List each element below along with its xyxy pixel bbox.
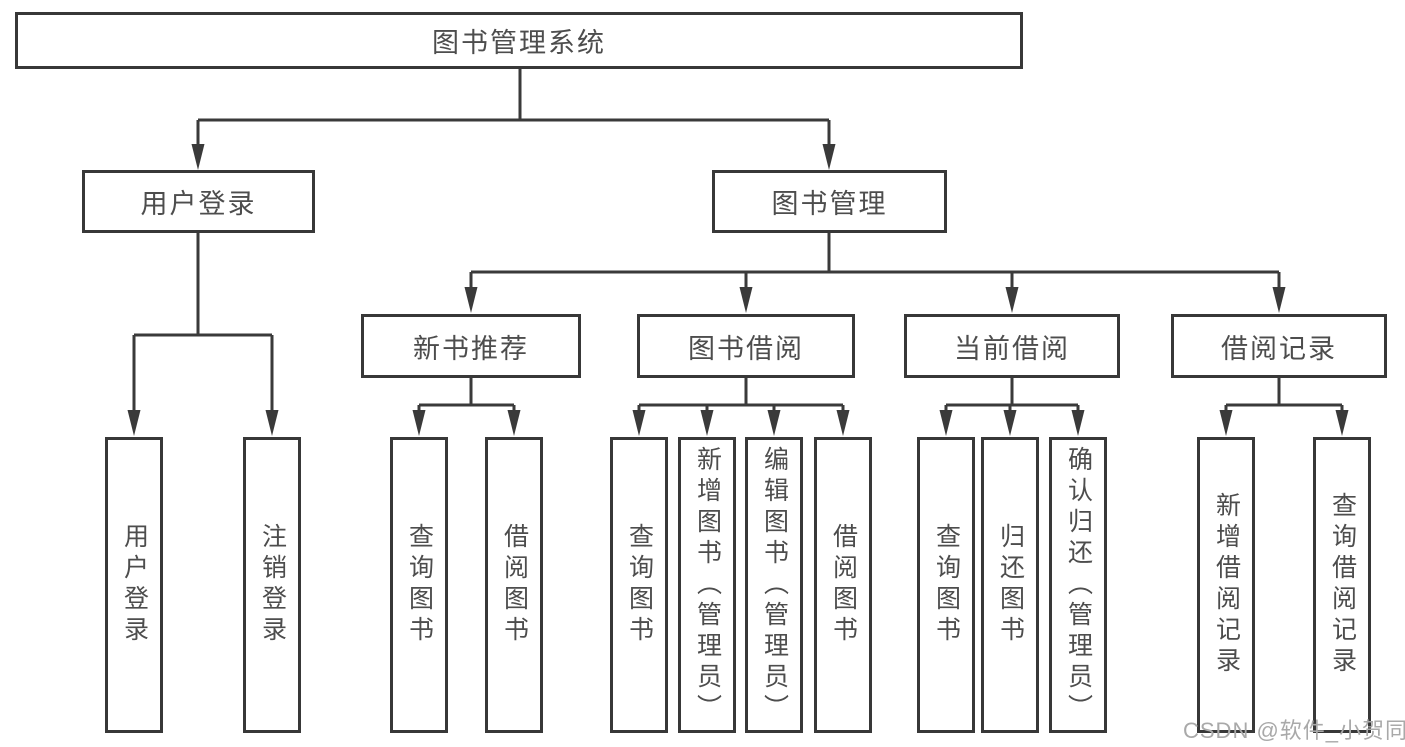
leaf-cb-return-books: 归还图书 <box>981 437 1039 733</box>
node-borrow-records: 借阅记录 <box>1171 314 1387 378</box>
connector-stems <box>132 69 1344 412</box>
leaf-bb-query-books: 查询图书 <box>610 437 668 733</box>
node-book-borrow: 图书借阅 <box>637 314 855 378</box>
leaf-nbr-borrow-books: 借阅图书 <box>485 437 543 733</box>
node-current-borrow: 当前借阅 <box>904 314 1120 378</box>
leaf-bb-edit-books-admin: 编辑图书（管理员） <box>745 437 803 733</box>
leaf-logout: 注销登录 <box>243 437 301 733</box>
leaf-bb-add-books-admin: 新增图书（管理员） <box>678 437 736 733</box>
leaf-user-login: 用户登录 <box>105 437 163 733</box>
node-book-management: 图书管理 <box>712 170 947 233</box>
leaf-br-query-record: 查询借阅记录 <box>1313 437 1371 733</box>
csdn-watermark: CSDN @软件_小贺同学 <box>1183 718 1405 743</box>
node-new-book-recommend: 新书推荐 <box>361 314 581 378</box>
arrowheads <box>127 144 1349 436</box>
leaf-cb-query-books: 查询图书 <box>917 437 975 733</box>
node-user-login: 用户登录 <box>82 170 315 233</box>
leaf-nbr-query-books: 查询图书 <box>390 437 448 733</box>
leaf-br-add-record: 新增借阅记录 <box>1197 437 1255 733</box>
leaf-cb-confirm-return-admin: 确认归还（管理员） <box>1049 437 1107 733</box>
leaf-bb-borrow-books: 借阅图书 <box>814 437 872 733</box>
node-library-management-system: 图书管理系统 <box>15 12 1023 69</box>
